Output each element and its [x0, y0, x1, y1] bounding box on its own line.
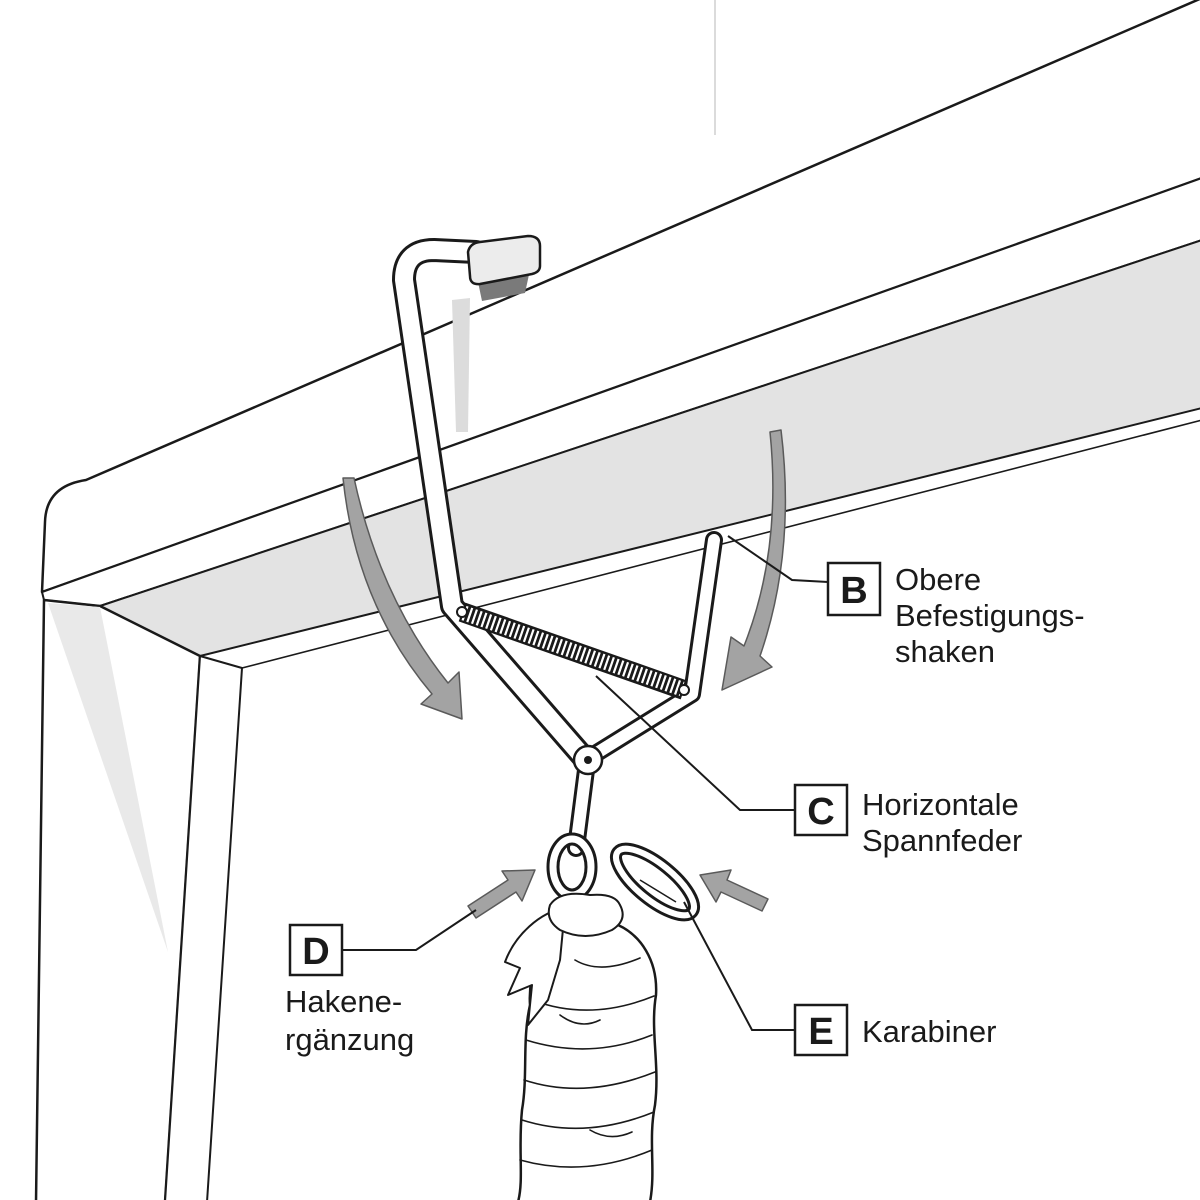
leader-line-d [342, 909, 477, 951]
label-b-letter: B [840, 570, 867, 612]
leader-line-c [595, 675, 795, 811]
label-c-box [793, 783, 849, 837]
door-jamb [164, 655, 243, 1200]
label-b-line-3: shaken [895, 634, 995, 669]
label-d: D Hakene- rgänzung [285, 923, 414, 1057]
label-d-letter: D [302, 931, 329, 973]
label-e-box [793, 1003, 849, 1057]
tension-spring [456, 602, 690, 700]
label-b-line-1: Obere [895, 562, 981, 597]
carabiner [610, 842, 700, 922]
arrow-left-curved [342, 477, 463, 720]
hook-main-bar [392, 238, 596, 770]
label-c-line-2: Spannfeder [862, 823, 1022, 858]
label-c-line-1: Horizontale [862, 787, 1019, 822]
label-b-box [826, 561, 882, 617]
bag-knot [547, 892, 624, 937]
post-shadow [48, 603, 168, 952]
hook-right-arm [583, 531, 723, 765]
label-d-box [288, 923, 344, 977]
hook-back-strip [452, 298, 470, 432]
label-e: E Karabiner [793, 1003, 996, 1057]
label-e-line-1: Karabiner [862, 1014, 996, 1049]
arrow-to-ring [467, 869, 536, 919]
beam-top-face [40, 0, 1200, 594]
label-c: C Horizontale Spannfeder [793, 783, 1022, 858]
label-c-letter: C [807, 791, 834, 833]
label-d-line-1: Hakene- [285, 984, 402, 1019]
door-frame [34, 0, 1200, 1200]
leader-line-b [727, 535, 829, 583]
pivot-joint [572, 744, 604, 776]
bag-folds [519, 957, 656, 1168]
hanging-bag [504, 892, 658, 1200]
label-d-line-2: rgänzung [285, 1022, 414, 1057]
leader-line-e [683, 901, 795, 1031]
label-b: B Obere Befestigungs- shaken [826, 561, 1085, 669]
label-b-line-2: Befestigungs- [895, 598, 1085, 633]
arrow-right-curved [721, 429, 787, 691]
label-e-letter: E [808, 1011, 833, 1053]
arrow-to-carabiner [699, 869, 769, 912]
hook-top-pad [466, 234, 542, 286]
